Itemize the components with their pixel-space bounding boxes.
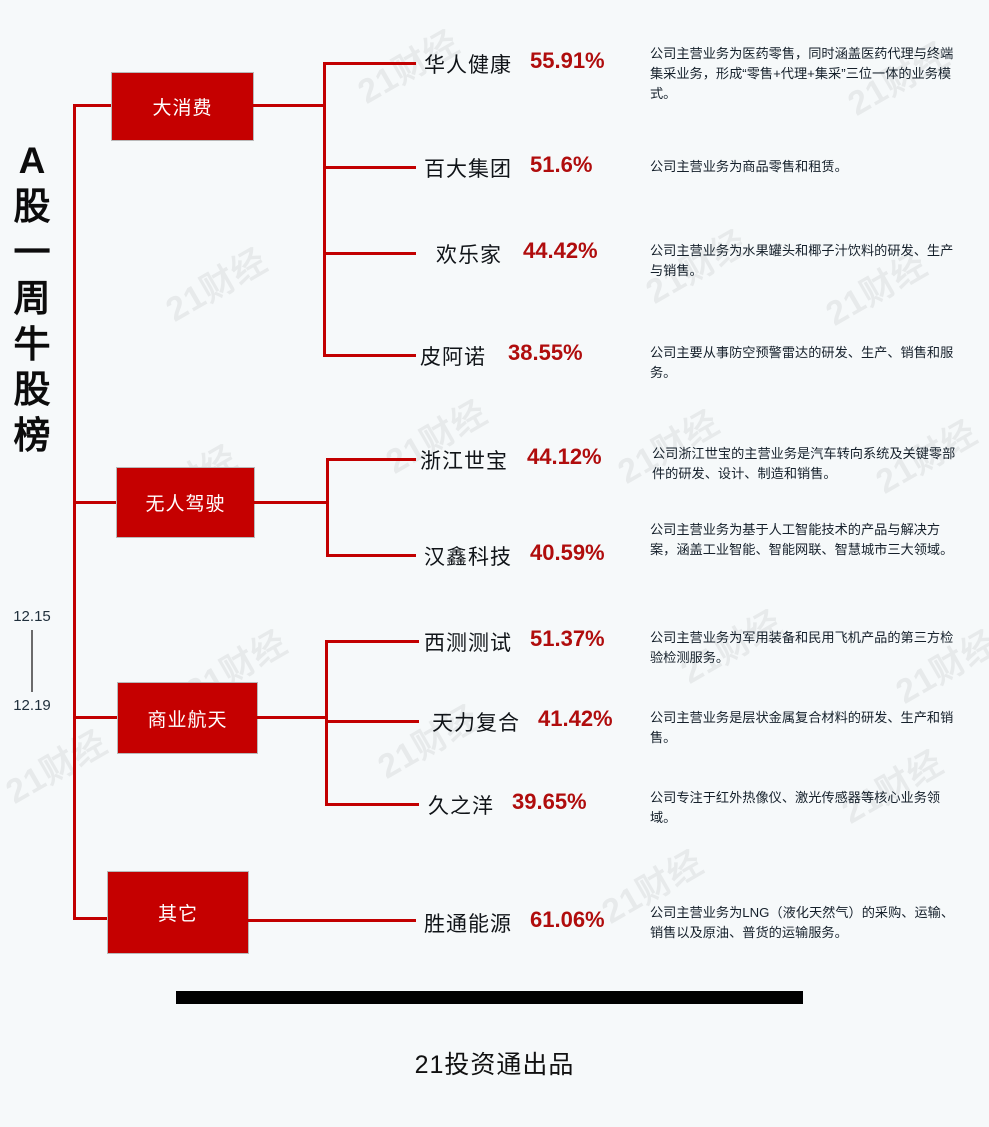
trunk-branch-line-2 [73, 501, 119, 504]
stock-percent-0-1: 51.6% [530, 152, 593, 177]
trunk-branch-line-3 [73, 716, 120, 719]
stock-percent-1-0: 44.12% [527, 444, 602, 469]
stock-name-2-2[interactable]: 久之洋 [428, 795, 494, 818]
trunk-vertical-line [73, 104, 76, 920]
stock-stem-0-0 [323, 62, 416, 65]
watermark: 21财经 [0, 723, 114, 812]
stock-description-1-0: 公司浙江世宝的主营业务是汽车转向系统及关键零部件的研发、设计、制造和销售。 [652, 446, 956, 482]
date-start: 12.15 [13, 608, 51, 625]
branch-connector-1 [254, 501, 329, 504]
stock-percent-0-3: 38.55% [508, 340, 583, 365]
stock-percent-0-0: 55.91% [530, 48, 605, 73]
branch-connector-3 [248, 919, 416, 922]
stock-stem-0-2 [323, 252, 416, 255]
title-char: 股 [13, 369, 51, 411]
stock-name-1-1[interactable]: 汉鑫科技 [424, 546, 512, 569]
branch-spine-0 [323, 62, 326, 357]
stock-stem-1-0 [326, 458, 416, 461]
category-box-2[interactable]: 商业航天 [118, 683, 257, 753]
stock-description-2-2: 公司专注于红外热像仪、激光传感器等核心业务领域。 [650, 790, 941, 826]
title-char: 牛 [13, 323, 51, 365]
title-char: A [18, 140, 46, 181]
stock-percent-1-1: 40.59% [530, 540, 605, 565]
title-char: 一 [13, 231, 51, 273]
stock-name-1-0[interactable]: 浙江世宝 [420, 450, 508, 473]
stock-name-3-0[interactable]: 胜通能源 [424, 913, 512, 936]
date-range: 12.15 12.19 [2, 608, 62, 714]
stock-stem-0-3 [323, 354, 416, 357]
trunk-branch-line-1 [73, 104, 115, 107]
stock-stem-2-0 [325, 640, 419, 643]
stock-stem-0-1 [323, 166, 416, 169]
stock-stem-1-1 [326, 554, 416, 557]
date-end: 12.19 [13, 697, 51, 714]
stock-description-0-1: 公司主营业务为商品零售和租赁。 [650, 159, 848, 174]
branch-spine-2 [325, 640, 328, 806]
stock-description-0-3: 公司主要从事防空预警雷达的研发、生产、销售和服务。 [650, 345, 954, 381]
watermark: 21财经 [371, 698, 486, 787]
stock-name-0-1[interactable]: 百大集团 [424, 158, 512, 181]
stock-name-2-0[interactable]: 西测测试 [424, 632, 512, 655]
stock-percent-2-0: 51.37% [530, 626, 605, 651]
stock-name-0-3[interactable]: 皮阿诺 [420, 346, 486, 369]
page-title: A 股 一 周 牛 股 榜 [6, 138, 58, 459]
stock-name-0-0[interactable]: 华人健康 [424, 54, 512, 77]
stock-percent-0-2: 44.42% [523, 238, 598, 263]
category-box-3[interactable]: 其它 [108, 872, 248, 953]
branch-connector-2 [257, 716, 328, 719]
title-char: 周 [13, 277, 51, 319]
stock-stem-2-1 [325, 720, 419, 723]
stock-description-2-1: 公司主营业务是层状金属复合材料的研发、生产和销售。 [650, 710, 954, 746]
footer-divider-bar [176, 991, 803, 1004]
stock-stem-2-2 [325, 803, 419, 806]
stock-percent-2-1: 41.42% [538, 706, 613, 731]
watermark: 21财经 [159, 241, 274, 330]
category-box-0[interactable]: 大消费 [112, 73, 253, 140]
title-char: 股 [13, 185, 51, 227]
title-char: 榜 [13, 415, 51, 457]
date-separator-line [31, 630, 33, 692]
stock-description-1-1: 公司主营业务为基于人工智能技术的产品与解决方案，涵盖工业智能、智能网联、智慧城市… [650, 522, 954, 558]
stock-name-2-1[interactable]: 天力复合 [432, 712, 520, 735]
stock-name-0-2[interactable]: 欢乐家 [436, 244, 502, 267]
branch-connector-0 [253, 104, 326, 107]
stock-description-0-2: 公司主营业务为水果罐头和椰子汁饮料的研发、生产与销售。 [650, 243, 954, 279]
category-box-1[interactable]: 无人驾驶 [117, 468, 254, 537]
stock-description-0-0: 公司主营业务为医药零售，同时涵盖医药代理与终端集采业务，形成“零售+代理+集采”… [650, 46, 954, 102]
branch-spine-1 [326, 458, 329, 557]
stock-percent-3-0: 61.06% [530, 907, 605, 932]
trunk-branch-line-4 [73, 917, 110, 920]
stock-percent-2-2: 39.65% [512, 789, 587, 814]
stock-description-2-0: 公司主营业务为军用装备和民用飞机产品的第三方检验检测服务。 [650, 630, 954, 666]
footer-credit: 21投资通出品 [414, 1051, 575, 1079]
stock-description-3-0: 公司主营业务为LNG（液化天然气）的采购、运输、销售以及原油、普货的运输服务。 [650, 905, 955, 941]
